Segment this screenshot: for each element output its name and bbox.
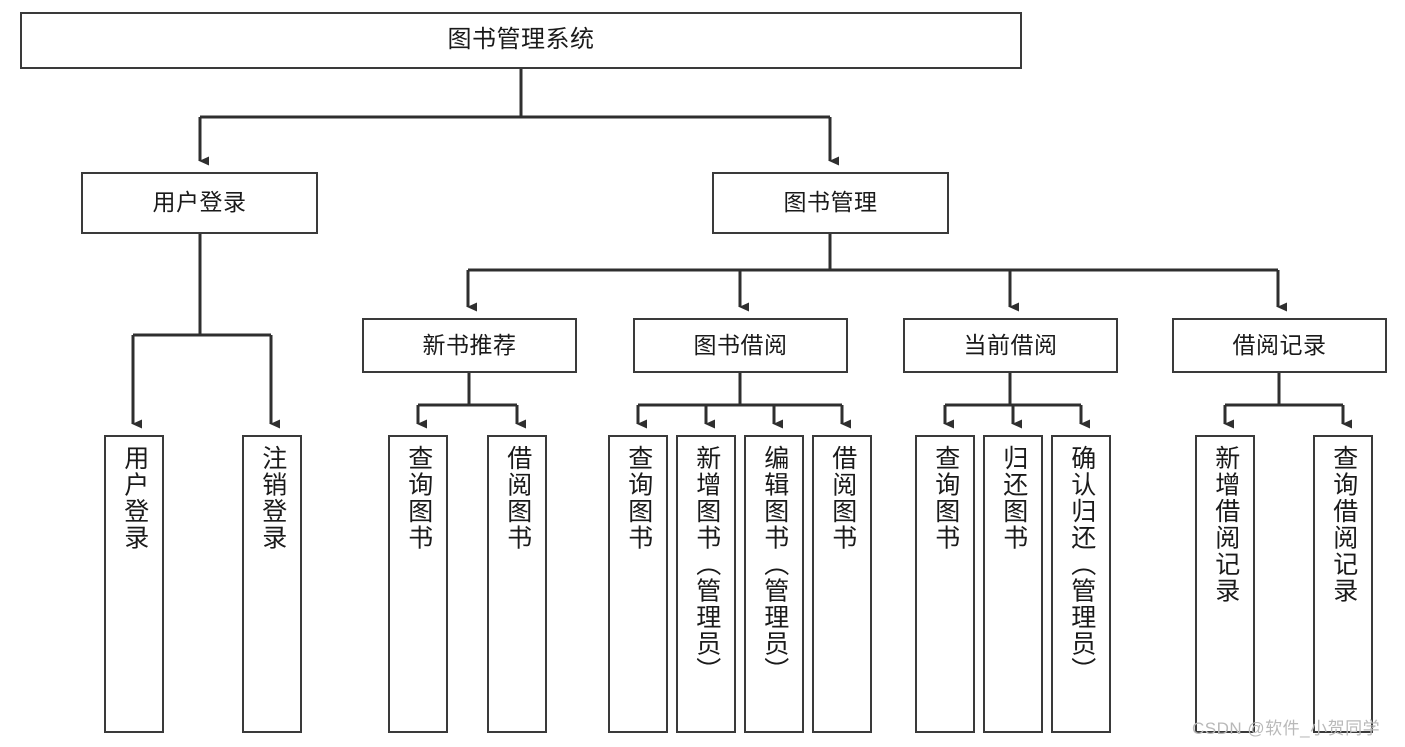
- node-label: 查询图书: [404, 445, 433, 551]
- node-label: 借阅记录: [1232, 331, 1327, 358]
- csdn-watermark: CSDN @软件_小贺同学: [1192, 719, 1381, 738]
- node-user-login[interactable]: 用户登录: [81, 172, 318, 234]
- node-label: 编辑图书（管理员）: [760, 445, 789, 684]
- node-label: 归还图书: [999, 445, 1028, 551]
- leaf-current-query-books[interactable]: 查询图书: [915, 435, 975, 733]
- node-current-borrowing[interactable]: 当前借阅: [903, 318, 1118, 373]
- leaf-borrow-edit-book-admin[interactable]: 编辑图书（管理员）: [744, 435, 804, 733]
- leaf-current-confirm-return-admin[interactable]: 确认归还（管理员）: [1051, 435, 1111, 733]
- leaf-new-book-query-books[interactable]: 查询图书: [388, 435, 448, 733]
- node-label: 新增图书（管理员）: [692, 445, 721, 684]
- node-book-management[interactable]: 图书管理: [712, 172, 949, 234]
- leaf-user-login[interactable]: 用户登录: [104, 435, 164, 733]
- leaf-borrow-query-books[interactable]: 查询图书: [608, 435, 668, 733]
- node-book-borrowing[interactable]: 图书借阅: [633, 318, 848, 373]
- node-label: 新书推荐: [422, 331, 517, 358]
- node-label: 借阅图书: [503, 445, 532, 551]
- node-label: 图书借阅: [693, 331, 788, 358]
- node-label: 查询借阅记录: [1329, 445, 1358, 604]
- node-root-book-management-system[interactable]: 图书管理系统: [20, 12, 1022, 69]
- node-label: 新增借阅记录: [1211, 445, 1240, 604]
- leaf-records-add-record[interactable]: 新增借阅记录: [1195, 435, 1255, 733]
- node-label: 图书管理系统: [447, 26, 595, 54]
- node-label: 借阅图书: [828, 445, 857, 551]
- node-label: 图书管理: [783, 189, 878, 216]
- node-new-book-recommendation[interactable]: 新书推荐: [362, 318, 577, 373]
- node-label: 用户登录: [152, 189, 247, 216]
- leaf-current-return-books[interactable]: 归还图书: [983, 435, 1043, 733]
- leaf-records-query-record[interactable]: 查询借阅记录: [1313, 435, 1373, 733]
- leaf-borrow-add-book-admin[interactable]: 新增图书（管理员）: [676, 435, 736, 733]
- node-label: 查询图书: [624, 445, 653, 551]
- node-label: 用户登录: [120, 445, 149, 551]
- node-borrow-records[interactable]: 借阅记录: [1172, 318, 1387, 373]
- node-label: 注销登录: [258, 445, 287, 551]
- leaf-logout[interactable]: 注销登录: [242, 435, 302, 733]
- node-label: 当前借阅: [963, 331, 1058, 358]
- node-label: 确认归还（管理员）: [1067, 445, 1096, 684]
- leaf-new-book-borrow-books[interactable]: 借阅图书: [487, 435, 547, 733]
- leaf-borrow-borrow-books[interactable]: 借阅图书: [812, 435, 872, 733]
- node-label: 查询图书: [931, 445, 960, 551]
